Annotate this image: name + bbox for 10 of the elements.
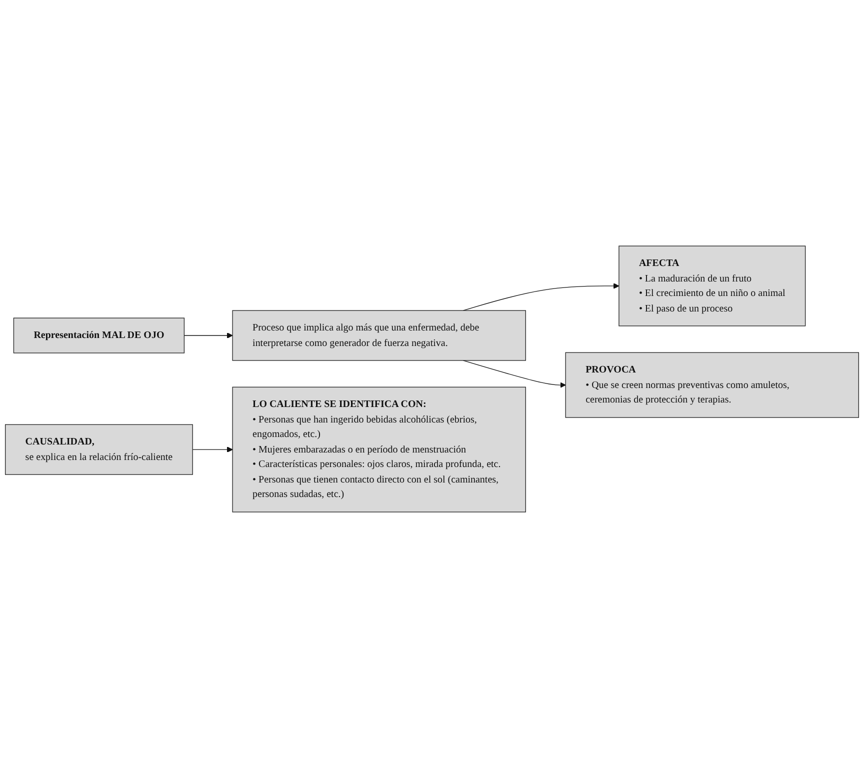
node-box: PROVOCA • Que se creen normas preventivas como amuletos, ceremonias de protección y terapias. (565, 352, 859, 418)
node-box: AFECTA • La maduración de un fruto • El crecimiento de un niño o animal • El paso de un proceso (618, 246, 806, 326)
node-box: CAUSALIDAD, se explica en la relación frío-caliente (5, 424, 193, 475)
arrow (462, 283, 620, 311)
node-box: Proceso que implica algo más que una enfermedad, debe interpretarse como generador de fuerza negativa. (232, 310, 526, 361)
arrow (184, 332, 233, 338)
node-box: Representación MAL DE OJO (13, 318, 185, 354)
arrow (192, 446, 233, 452)
node-box: LO CALIENTE SE IDENTIFICA CON: • Personas que han ingerido bebidas alcohólicas (ebrios, engomados, etc.) • Mujeres embarazadas o en período de menstruación • Características personales: ojos claros, mirada profunda, etc. • Personas que tienen contacto directo con el sol (caminantes, personas sudadas, etc.) (232, 386, 526, 512)
arrow (462, 360, 566, 388)
